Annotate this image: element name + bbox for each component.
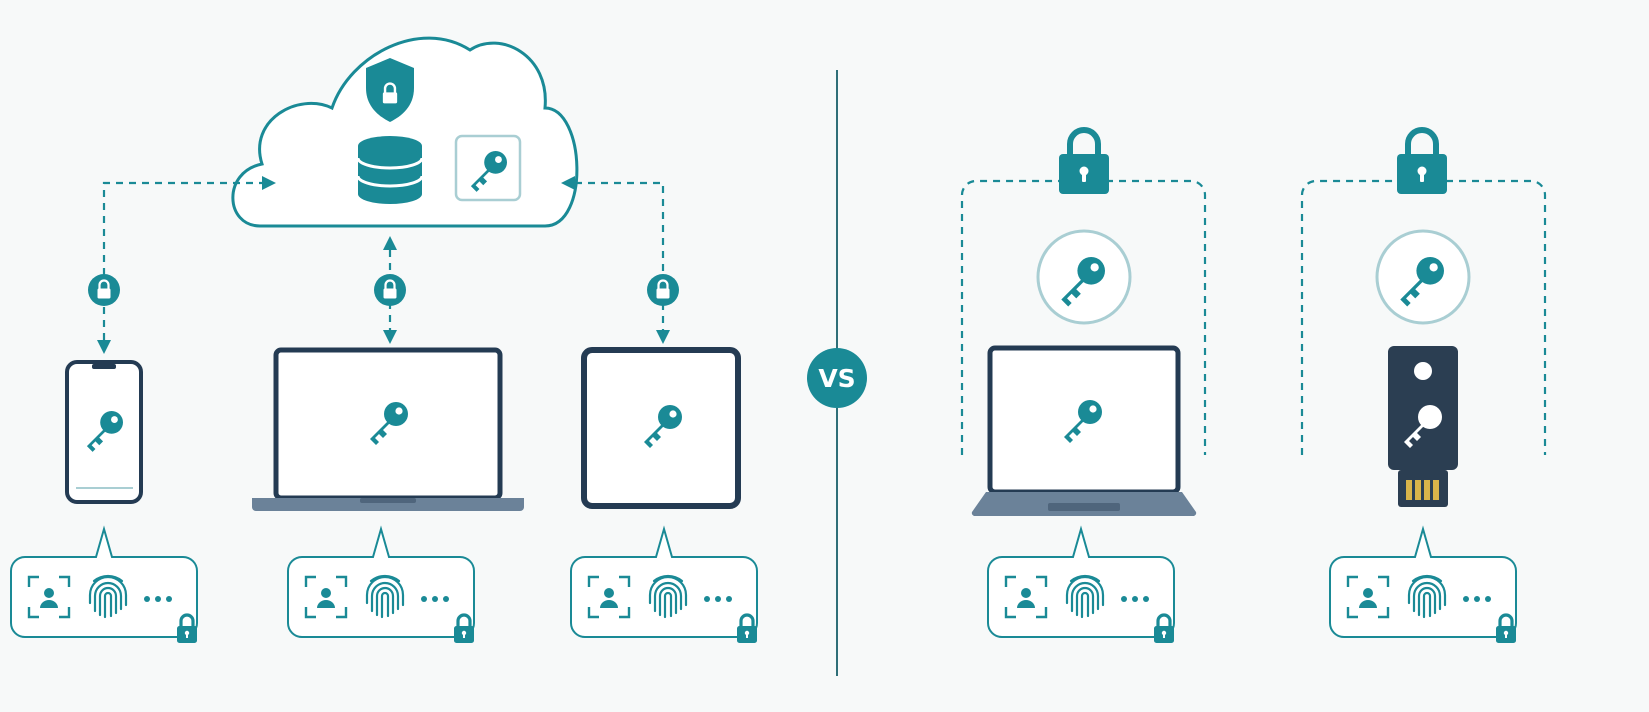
padlock-icon: [1059, 130, 1109, 194]
phone-device: [65, 360, 143, 504]
laptop-device: [971, 345, 1197, 517]
laptop-device: [252, 347, 524, 511]
cloud-storage: [231, 36, 579, 228]
usb-contacts: [1406, 480, 1439, 500]
database-icon: [356, 136, 424, 204]
device-bound-passkeys-panel: [960, 130, 1547, 645]
more-icon: [144, 596, 172, 602]
synced-passkeys-panel: [10, 36, 759, 645]
auth-methods-laptop: [287, 528, 476, 645]
more-icon: [704, 596, 732, 602]
key-icon: [1036, 229, 1132, 325]
shield-lock-icon: [366, 58, 414, 122]
bound-laptop-group: [960, 130, 1207, 645]
sync-arrowheads: [97, 176, 670, 354]
bound-security-key-group: [1300, 130, 1547, 645]
padlock-icon: [1397, 130, 1447, 194]
security-key-device: [1388, 346, 1458, 507]
comparison-divider: VS: [807, 70, 867, 676]
key-icon: [1375, 229, 1471, 325]
key-icon: [454, 134, 522, 202]
tablet-device: [581, 347, 741, 509]
more-icon: [421, 596, 449, 602]
auth-methods-bound-laptop: [987, 528, 1176, 645]
vs-badge: [807, 348, 867, 408]
lock-icon: [88, 274, 120, 306]
auth-methods-tablet: [570, 528, 759, 645]
auth-methods-security-key: [1329, 528, 1518, 645]
sync-lock-badges: [88, 274, 679, 306]
vs-label: VS: [818, 364, 855, 393]
lock-icon: [374, 274, 406, 306]
more-icon: [1121, 596, 1149, 602]
auth-methods-phone: [10, 528, 199, 645]
lock-icon: [647, 274, 679, 306]
more-icon: [1463, 596, 1491, 602]
